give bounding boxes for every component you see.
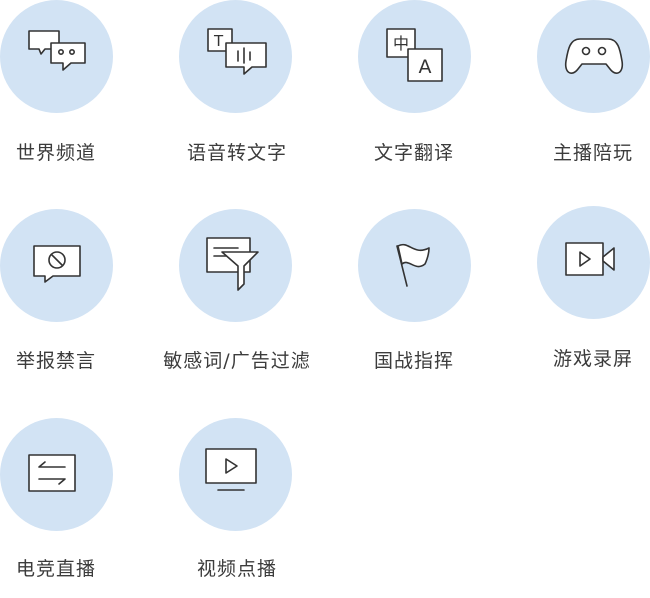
feature-label: 电竞直播 bbox=[15, 558, 96, 580]
video-play-monitor-icon bbox=[204, 447, 257, 491]
feature-circle[interactable]: T bbox=[179, 0, 292, 113]
feature-voice-to-text[interactable]: T 语音转文字 bbox=[179, 0, 339, 180]
feature-label: 敏感词/广告过滤 bbox=[163, 350, 311, 372]
feature-label: 主播陪玩 bbox=[552, 142, 633, 164]
feature-label: 世界频道 bbox=[15, 142, 96, 164]
feature-circle[interactable] bbox=[0, 0, 113, 113]
feature-label: 游戏录屏 bbox=[552, 348, 633, 370]
voice-to-text-icon: T bbox=[206, 27, 267, 75]
gamepad-icon bbox=[564, 37, 623, 74]
filter-icon bbox=[205, 236, 259, 291]
translate-target-glyph: A bbox=[418, 56, 431, 78]
feature-host-companion[interactable]: 主播陪玩 bbox=[537, 0, 650, 180]
feature-circle[interactable] bbox=[358, 209, 471, 322]
feature-circle[interactable] bbox=[179, 418, 292, 531]
feature-label: 视频点播 bbox=[196, 558, 277, 580]
feature-circle[interactable] bbox=[537, 0, 650, 113]
feature-label: 举报禁言 bbox=[15, 350, 96, 372]
feature-grid: 世界频道 T 语音转文字 中 A 文字翻译 bbox=[0, 0, 650, 580]
feature-circle[interactable] bbox=[179, 209, 292, 322]
chat-bubbles-icon bbox=[27, 29, 86, 71]
feature-text-translate[interactable]: 中 A 文字翻译 bbox=[358, 0, 518, 180]
feature-war-command[interactable]: 国战指挥 bbox=[358, 209, 518, 389]
feature-label: 国战指挥 bbox=[373, 350, 454, 372]
mute-report-icon bbox=[32, 244, 81, 283]
flag-icon bbox=[395, 243, 430, 287]
feature-world-channel[interactable]: 世界频道 bbox=[0, 0, 160, 180]
feature-video-on-demand[interactable]: 视频点播 bbox=[179, 418, 339, 598]
feature-report-mute[interactable]: 举报禁言 bbox=[0, 209, 160, 389]
feature-circle[interactable] bbox=[0, 209, 113, 322]
feature-sensitive-filter[interactable]: 敏感词/广告过滤 bbox=[163, 209, 339, 389]
feature-label: 语音转文字 bbox=[186, 142, 287, 164]
voice-text-glyph: T bbox=[213, 32, 224, 50]
feature-circle[interactable]: 中 A bbox=[358, 0, 471, 113]
translate-source-glyph: 中 bbox=[392, 34, 408, 53]
feature-esports-live[interactable]: 电竞直播 bbox=[0, 418, 160, 598]
translate-icon: 中 A bbox=[385, 27, 443, 82]
feature-circle[interactable] bbox=[0, 418, 113, 531]
switch-arrows-icon bbox=[27, 453, 76, 492]
feature-game-recording[interactable]: 游戏录屏 bbox=[537, 206, 650, 386]
feature-label: 文字翻译 bbox=[373, 142, 454, 164]
video-camera-icon bbox=[564, 241, 615, 276]
feature-circle[interactable] bbox=[537, 206, 650, 319]
